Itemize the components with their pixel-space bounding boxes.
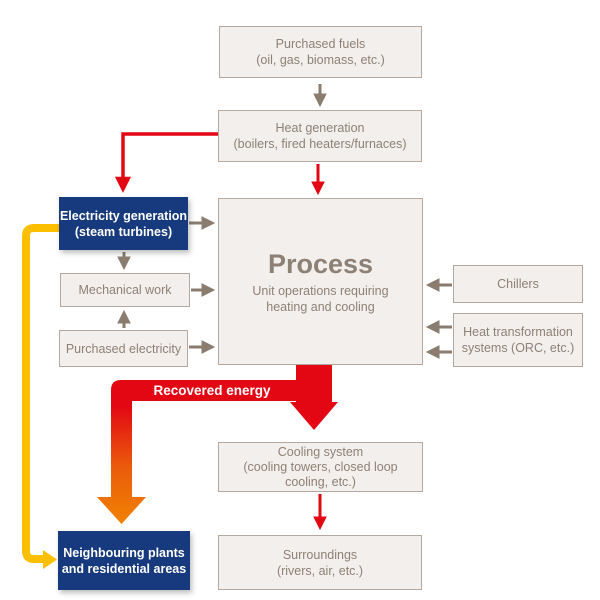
box-line: (oil, gas, biomass, etc.): [256, 53, 385, 67]
yellow-arrowhead: [43, 550, 57, 569]
box-line: cooling, etc.): [285, 474, 356, 489]
box-line: (boilers, fired heaters/furnaces): [233, 137, 407, 151]
box-line: Neighbouring plants: [63, 545, 185, 560]
recovered-energy-label: Recovered energy: [153, 383, 271, 398]
box-line: Heat generation: [275, 121, 365, 135]
box-line: Mechanical work: [78, 283, 172, 297]
electricity-to-neighbouring-yellow-arrow: [22, 224, 60, 563]
electricity-generation-box: Electricity generation (steam turbines): [59, 197, 188, 250]
purchased-fuels-box: Purchased fuels (oil, gas, biomass, etc.…: [219, 26, 422, 78]
purchased-electricity-box: Purchased electricity: [59, 330, 188, 367]
heat-transformation-box: Heat transformation systems (ORC, etc.): [453, 313, 583, 367]
box-line: Unit operations requiring: [252, 283, 389, 298]
process-box: Process Unit operations requiring heatin…: [218, 198, 423, 365]
box-line: Chillers: [497, 277, 539, 291]
box-line: and residential areas: [61, 561, 187, 576]
cooling-system-box: Cooling system (cooling towers, closed l…: [218, 442, 423, 492]
heat-generation-box: Heat generation (boilers, fired heaters/…: [218, 110, 422, 162]
heat-to-electricity-arrow: [114, 132, 218, 193]
box-line: Purchased electricity: [65, 341, 182, 356]
box-line: systems (ORC, etc.): [461, 341, 575, 355]
box-line: Cooling system: [277, 444, 364, 459]
mechanical-work-box: Mechanical work: [60, 273, 190, 307]
process-to-cooling-arrow: [290, 364, 338, 430]
process-title: Process: [267, 248, 374, 279]
recovered-energy-to-neighbouring-arrowhead: [97, 497, 146, 524]
box-line: Heat transformation: [463, 325, 573, 339]
box-line: Surroundings: [282, 547, 358, 562]
box-line: (cooling towers, closed loop: [243, 459, 398, 474]
box-line: Purchased fuels: [275, 37, 366, 51]
neighbouring-plants-box: Neighbouring plants and residential area…: [58, 531, 190, 590]
box-line: Electricity generation: [59, 208, 188, 223]
surroundings-box: Surroundings (rivers, air, etc.): [218, 535, 422, 590]
chillers-box: Chillers: [453, 265, 583, 303]
box-line: (steam turbines): [74, 224, 173, 239]
box-line: heating and cooling: [266, 299, 375, 314]
box-line: (rivers, air, etc.): [276, 563, 364, 578]
